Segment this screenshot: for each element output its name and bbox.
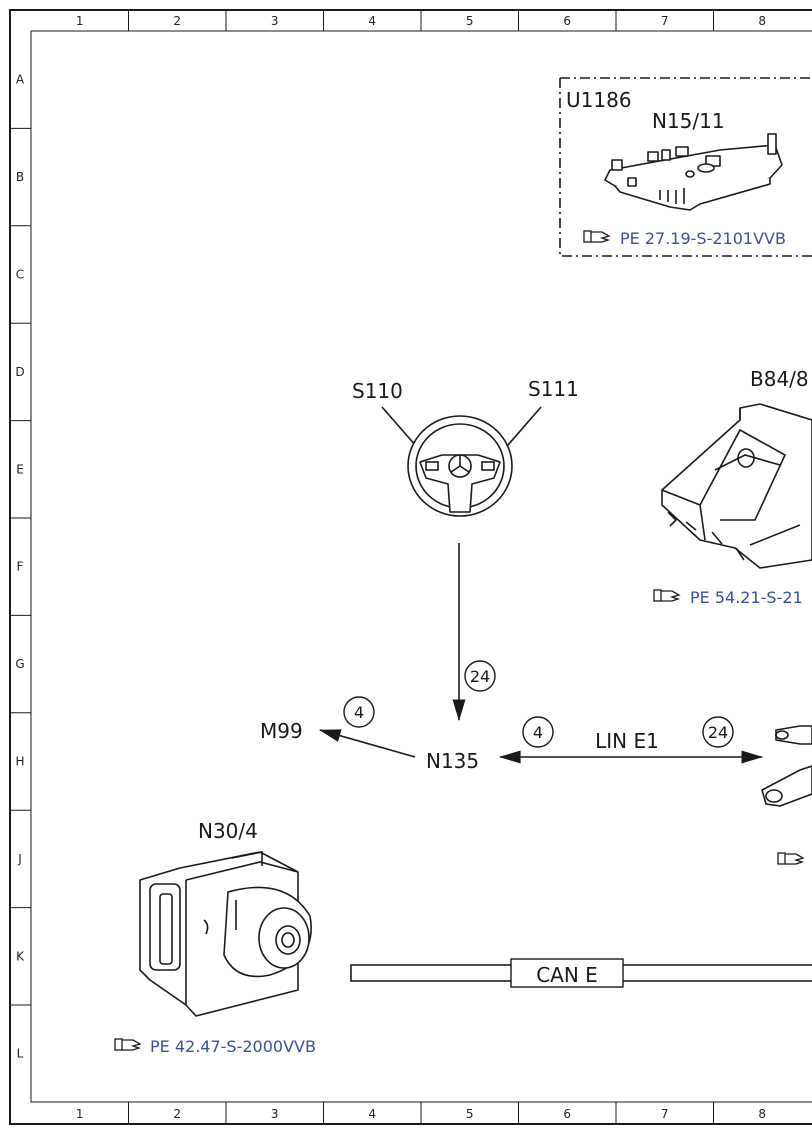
- b84-label: B84/8: [750, 367, 809, 391]
- n15-11-label: N15/11: [652, 109, 725, 133]
- grid-row-label: G: [15, 657, 24, 671]
- n15-11-control-unit-image: [604, 133, 783, 211]
- grid-row-label: D: [15, 365, 24, 379]
- n135-label: N135: [426, 749, 479, 773]
- b84-reference[interactable]: PE 54.21-S-21: [653, 588, 803, 607]
- grid-row-label: H: [15, 755, 24, 769]
- grid-row-label: B: [16, 170, 24, 184]
- s111-label: S111: [528, 377, 579, 401]
- hand-pointer-icon: [583, 230, 611, 243]
- hand-pointer-icon: [653, 589, 681, 602]
- steering-wheel-image: [407, 415, 513, 517]
- grid-column-label: 5: [466, 14, 474, 28]
- grid-column-label: 1: [76, 14, 84, 28]
- grid-column-label: 2: [173, 14, 181, 28]
- n30-4-reference-link[interactable]: PE 42.47-S-2000VVB: [150, 1037, 316, 1056]
- grid-row-label: C: [16, 268, 24, 282]
- grid-column-label: 4: [368, 1107, 376, 1121]
- grid-column-label: 7: [661, 14, 669, 28]
- pin-count-steering: 24: [470, 667, 490, 686]
- n30-4-esp-unit-image: [139, 851, 312, 1017]
- grid-column-label: 3: [271, 14, 279, 28]
- pin-count-m99: 4: [354, 703, 364, 722]
- grid-row-label: J: [17, 852, 22, 866]
- grid-row-label: L: [17, 1047, 24, 1061]
- grid-column-label: 3: [271, 1107, 279, 1121]
- grid-rows-left: A B C D E F G H J K L: [10, 73, 31, 1061]
- pin-count-lin-right: 24: [708, 723, 728, 742]
- u1186-label: U1186: [566, 88, 632, 112]
- partial-reference-right[interactable]: [777, 852, 805, 865]
- n15-11-reference-link[interactable]: PE 27.19-S-2101VVB: [620, 229, 786, 248]
- grid-row-label: A: [16, 73, 25, 87]
- drawing-frame: [9, 9, 812, 1125]
- b84-group: B84/8 PE 54.21-S-21: [653, 367, 812, 607]
- pin-count-lin-left: 4: [533, 723, 543, 742]
- steering-to-n135-connection: 24: [452, 543, 496, 722]
- steering-wheel-group: S110 S111: [352, 377, 579, 517]
- grid-column-label: 7: [661, 1107, 669, 1121]
- partial-component-right-image: [761, 725, 812, 807]
- n135-to-m99-connection: 4: [318, 696, 416, 758]
- grid-column-label: 5: [466, 1107, 474, 1121]
- grid-row-label: K: [16, 949, 25, 963]
- grid-column-label: 2: [173, 1107, 181, 1121]
- n30-4-group: N30/4 PE 42.47-S-2000VVB: [114, 819, 316, 1056]
- b84-reference-link[interactable]: PE 54.21-S-21: [690, 588, 803, 607]
- grid-columns-top: 1 2 3 4 5 6 7 8: [76, 10, 766, 31]
- lin-e1-bus: 4 24 LIN E1: [498, 716, 764, 764]
- hand-pointer-icon: [114, 1038, 142, 1051]
- n30-4-reference[interactable]: PE 42.47-S-2000VVB: [114, 1037, 316, 1056]
- can-e-bus: CAN E: [350, 958, 812, 988]
- grid-column-label: 8: [758, 1107, 766, 1121]
- n15-11-reference[interactable]: PE 27.19-S-2101VVB: [583, 229, 786, 248]
- s110-label: S110: [352, 379, 403, 403]
- u1186-group: U1186 N15/11 PE 27.19-S-2101VVB: [559, 77, 812, 257]
- grid-column-label: 6: [563, 1107, 571, 1121]
- grid-column-label: 1: [76, 1107, 84, 1121]
- grid-columns-bottom: 1 2 3 4 5 6 7 8: [76, 1102, 766, 1124]
- can-e-label: CAN E: [536, 963, 598, 987]
- grid-column-label: 4: [368, 14, 376, 28]
- grid-column-label: 6: [563, 14, 571, 28]
- grid-column-label: 8: [758, 14, 766, 28]
- n30-4-label: N30/4: [198, 819, 258, 843]
- lin-e1-label: LIN E1: [595, 729, 659, 753]
- grid-row-label: E: [16, 462, 24, 476]
- hand-pointer-icon: [777, 852, 805, 865]
- b84-camera-image: [661, 403, 812, 569]
- m99-label: M99: [260, 719, 303, 743]
- grid-row-label: F: [17, 560, 24, 574]
